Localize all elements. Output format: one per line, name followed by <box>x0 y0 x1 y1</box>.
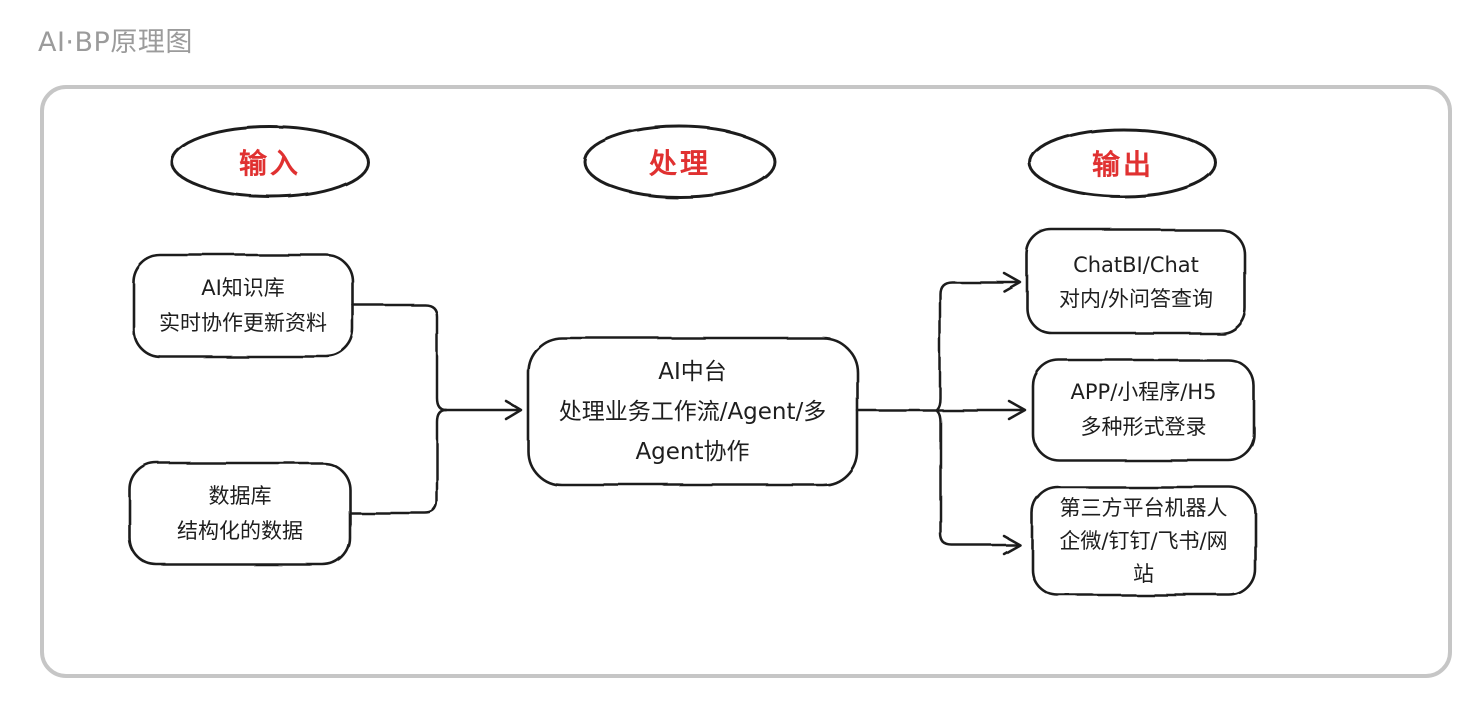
node-ai-knowledge-base-label: AI知识库 实时协作更新资料 <box>159 275 327 335</box>
stage-input[interactable]: 输入 <box>172 127 368 197</box>
node-database[interactable]: 数据库 结构化的数据 <box>130 463 350 565</box>
node-app-miniprogram-h5[interactable]: APP/小程序/H5 多种形式登录 <box>1033 360 1254 460</box>
node-chatbi-chat[interactable]: ChatBI/Chat 对内/外问答查询 <box>1027 230 1245 333</box>
stage-output[interactable]: 输出 <box>1030 128 1216 198</box>
stage-process[interactable]: 处理 <box>585 127 775 197</box>
node-ai-platform[interactable]: AI中台 处理业务工作流/Agent/多 Agent协作 <box>528 338 857 485</box>
stage-output-label: 输出 <box>1091 148 1154 181</box>
node-third-party-bots[interactable]: 第三方平台机器人 企微/钉钉/飞书/网 站 <box>1032 487 1255 595</box>
stage-input-label: 输入 <box>238 147 301 180</box>
node-app-miniprogram-h5-label: APP/小程序/H5 多种形式登录 <box>1070 380 1217 439</box>
node-chatbi-chat-label: ChatBI/Chat 对内/外问答查询 <box>1058 252 1214 311</box>
page-title: AI·BP原理图 <box>38 27 193 58</box>
stage-process-label: 处理 <box>648 147 711 180</box>
node-database-label: 数据库 结构化的数据 <box>177 484 303 543</box>
node-ai-knowledge-base[interactable]: AI知识库 实时协作更新资料 <box>133 255 353 356</box>
node-third-party-bots-label: 第三方平台机器人 企微/钉钉/飞书/网 站 <box>1059 495 1228 586</box>
node-ai-platform-label: AI中台 处理业务工作流/Agent/多 Agent协作 <box>558 358 827 465</box>
